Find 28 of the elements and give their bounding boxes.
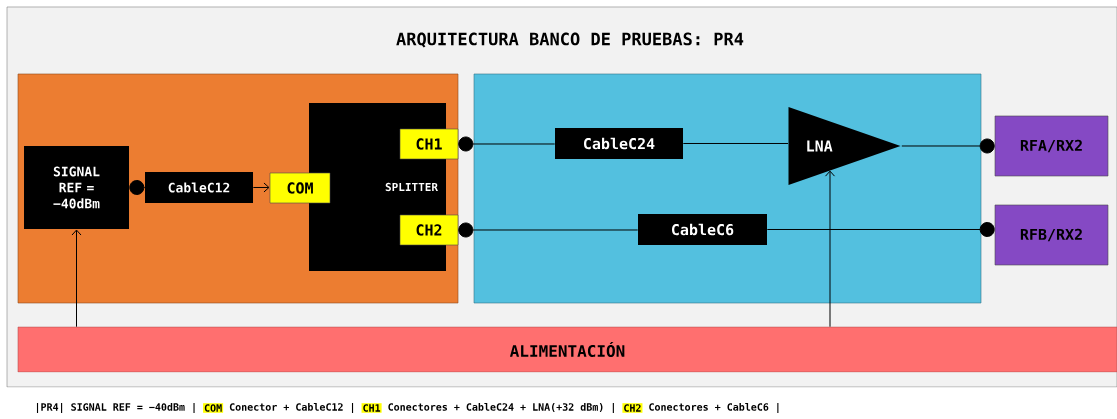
cable-box: CableC6 bbox=[638, 214, 767, 245]
port-box: COM bbox=[269, 172, 331, 204]
connector bbox=[825, 170, 835, 328]
connector bbox=[766, 222, 995, 237]
note-text: |PR4| SIGNAL REF = −40dBm | bbox=[36, 403, 195, 413]
connector bbox=[252, 182, 270, 193]
amplifier-triangle: LNA bbox=[788, 107, 901, 185]
power-bar: ALIMENTACIÓN bbox=[17, 326, 1117, 373]
port-box: CH1 bbox=[399, 128, 459, 160]
connector bbox=[458, 222, 639, 238]
title: ARQUITECTURA BANCO DE PRUEBAS: PR4 bbox=[396, 32, 744, 48]
note-text: Conectores + CableC6 | bbox=[649, 403, 779, 413]
cable-box: CableC24 bbox=[555, 128, 683, 159]
highlighted-text: CH2 bbox=[622, 403, 643, 413]
note-text: Conectores + CableC24 + LNA(+32 dBm) | bbox=[388, 403, 614, 413]
connector bbox=[682, 143, 789, 144]
connector bbox=[901, 138, 995, 154]
port-box: CH2 bbox=[399, 214, 459, 246]
connector bbox=[129, 180, 146, 195]
connector bbox=[458, 136, 556, 152]
receiver-box: RFA/RX2 bbox=[994, 115, 1109, 177]
note-text: Conector + CableC12 | bbox=[229, 403, 354, 413]
highlighted-text: CH1 bbox=[361, 403, 382, 413]
receiver-box: RFB/RX2 bbox=[994, 204, 1109, 266]
highlighted-text: COM bbox=[203, 403, 224, 413]
source-box: SIGNAL REF = −40dBm bbox=[24, 146, 129, 229]
cable-box: CableC12 bbox=[145, 172, 253, 203]
connector bbox=[71, 229, 82, 328]
